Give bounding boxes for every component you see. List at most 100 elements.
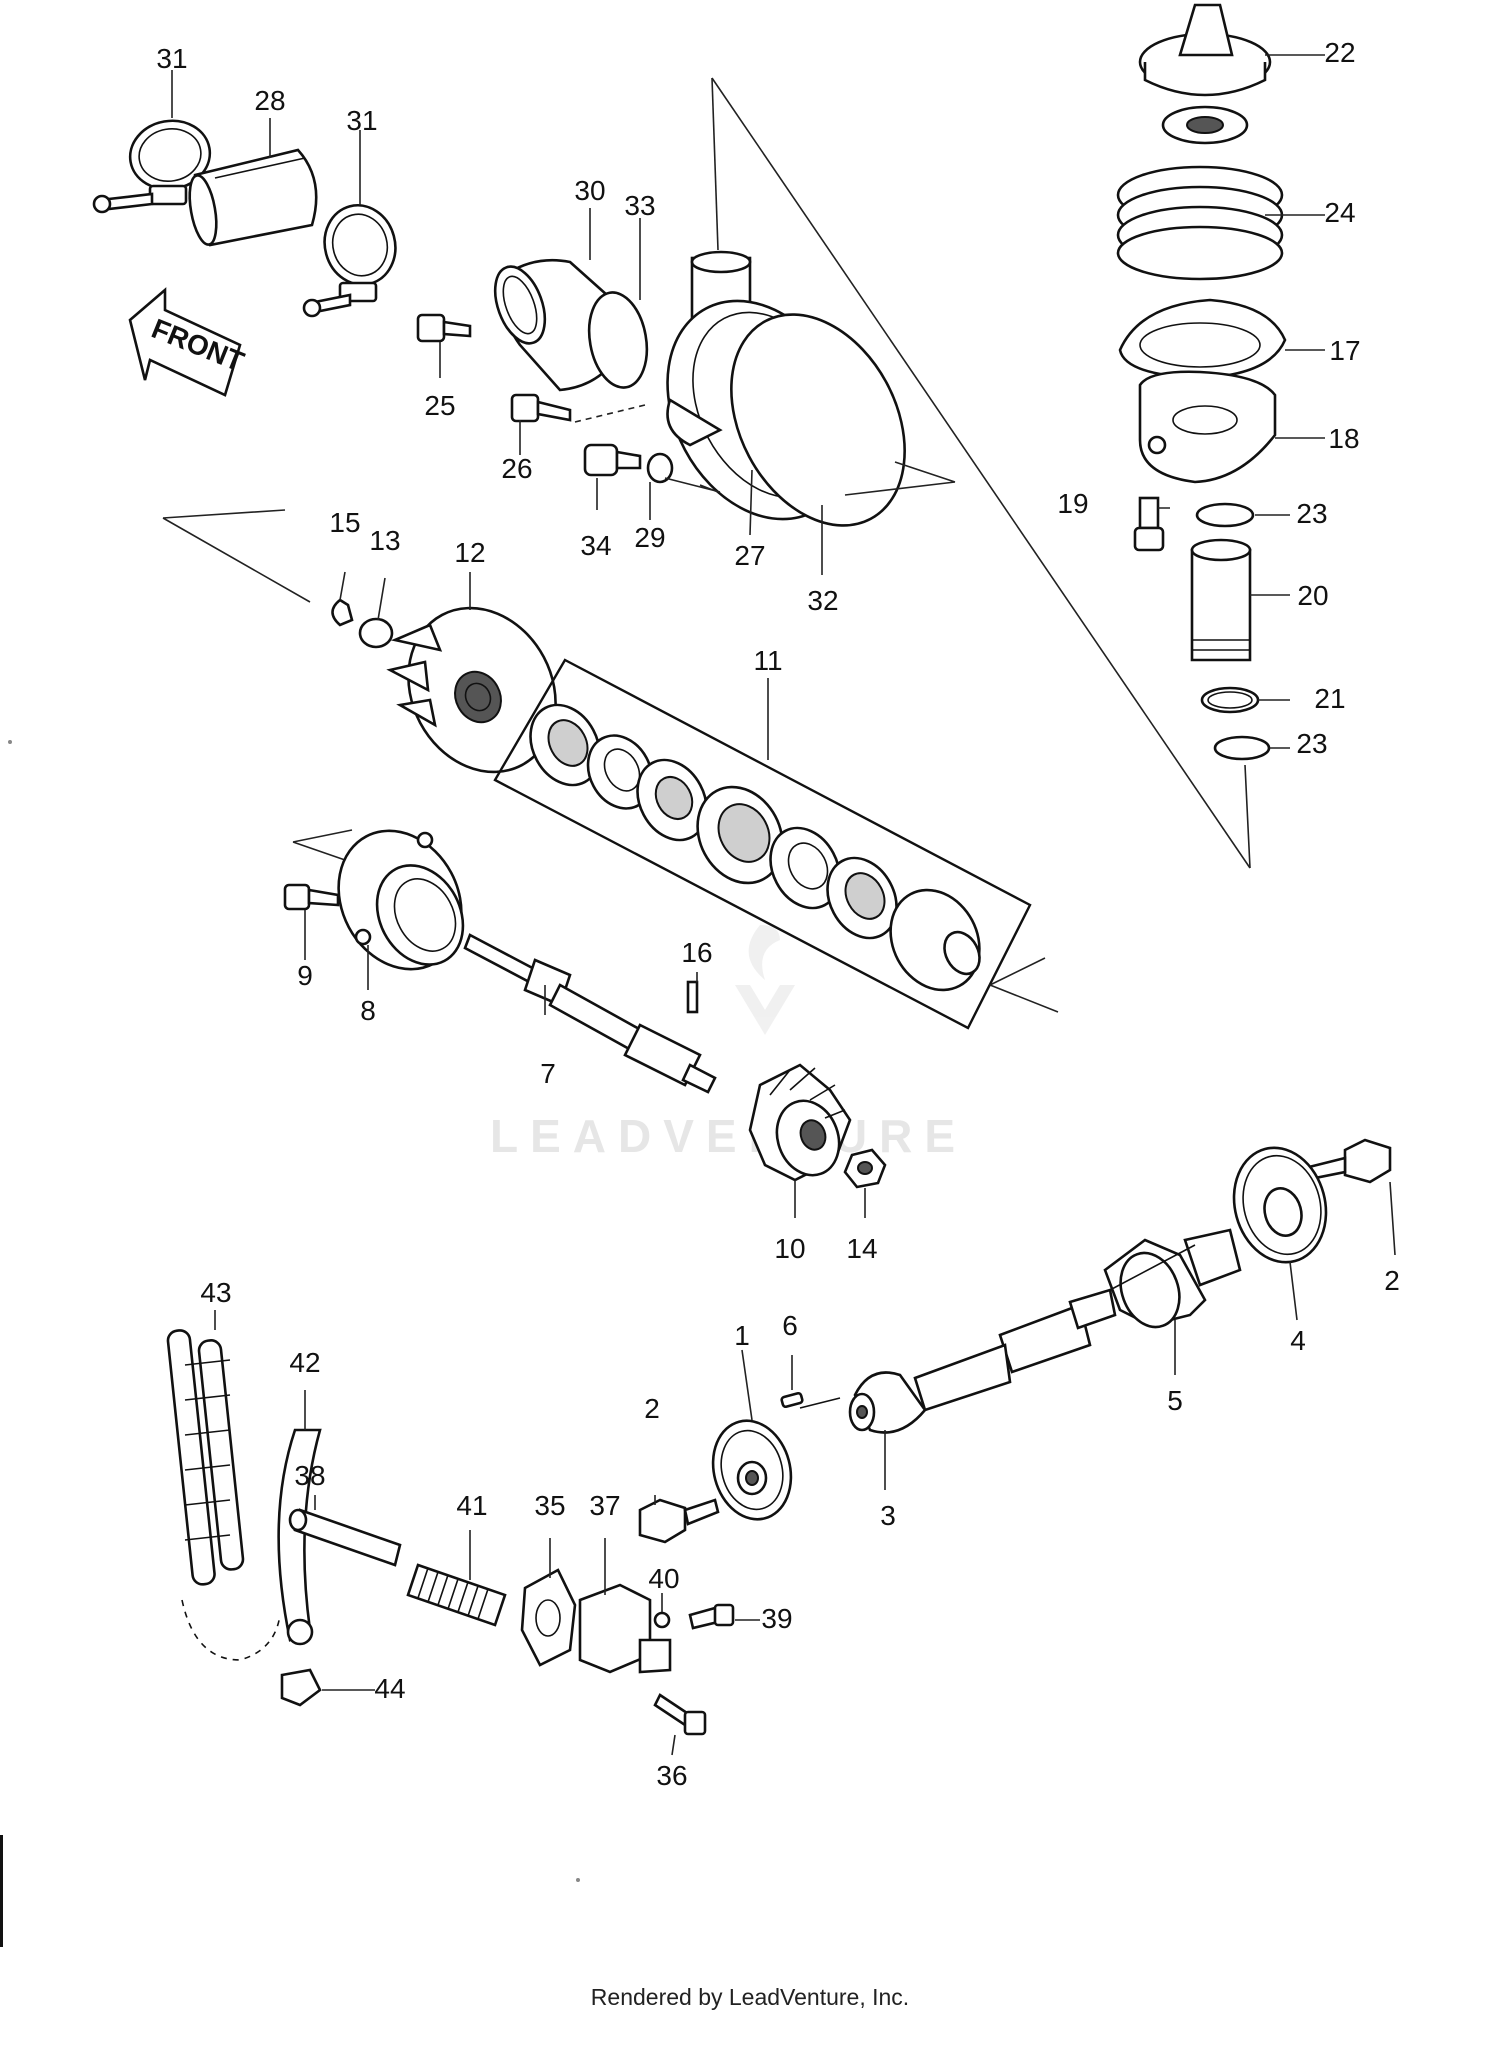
callout-16: 16 [681, 937, 712, 968]
leader-lines [304, 571, 866, 1218]
washer-40 [653, 1611, 671, 1629]
callout-24: 24 [1324, 197, 1355, 228]
footer-credit: Rendered by LeadVenture, Inc. [590, 1984, 910, 2010]
callout-33: 33 [624, 190, 655, 221]
callout-34: 34 [580, 530, 611, 561]
cap-44 [280, 1668, 322, 1707]
callout-2: 2 [1384, 1265, 1400, 1296]
bolt-25 [416, 313, 472, 343]
gasket-17 [1118, 298, 1287, 380]
callout-11: 11 [753, 645, 782, 676]
nut-14 [843, 1148, 887, 1189]
callout-2: 2 [644, 1393, 660, 1424]
tensioner-37 [578, 1583, 672, 1674]
guide-line [844, 461, 956, 496]
guide-line [711, 77, 719, 251]
callout-31: 31 [156, 43, 187, 74]
bevel-gear-10 [748, 1063, 852, 1182]
hose-clamp-left [92, 119, 212, 214]
callout-36: 36 [656, 1760, 687, 1791]
guide-line [292, 829, 353, 861]
spring-41 [406, 1563, 507, 1627]
callout-43: 43 [200, 1277, 231, 1308]
pin-6 [780, 1391, 804, 1409]
seal-kit-box-11 [493, 658, 1032, 1030]
thermostat-22 [1138, 3, 1272, 145]
gasket-35 [520, 1568, 577, 1667]
bearing-housing-8 [337, 829, 465, 971]
callout-39: 39 [761, 1603, 792, 1634]
callout-6: 6 [782, 1310, 798, 1341]
callout-26: 26 [501, 453, 532, 484]
callout-10: 10 [774, 1233, 805, 1264]
callout-21: 21 [1314, 683, 1345, 714]
callout-13: 13 [369, 525, 400, 556]
callout-41: 41 [456, 1490, 487, 1521]
callout-12: 12 [454, 537, 485, 568]
callout-22: 22 [1324, 37, 1355, 68]
callout-1: 1 [734, 1320, 750, 1351]
hose-clamp-right [302, 204, 397, 318]
callout-17: 17 [1329, 335, 1360, 366]
o-ring-23-upper [1195, 502, 1255, 528]
chain-43 [166, 1329, 281, 1661]
sprocket-4 [1232, 1146, 1328, 1264]
o-ring-33 [587, 291, 649, 389]
bolt-9 [283, 883, 340, 911]
callout-32: 32 [807, 585, 838, 616]
callout-14: 14 [846, 1233, 877, 1264]
callout-23: 23 [1296, 498, 1327, 529]
seal-kit-parts [529, 703, 981, 992]
callout-28: 28 [254, 85, 285, 116]
hose [188, 148, 318, 247]
fitting-34 [583, 443, 642, 477]
bolt-36 [653, 1693, 707, 1736]
o-ring-23-lower [1213, 735, 1271, 761]
guide-line [162, 509, 311, 603]
bolt-19 [1133, 496, 1165, 552]
o-ring-32 [730, 313, 906, 527]
callout-5: 5 [1167, 1385, 1183, 1416]
watermark-logo [735, 925, 795, 1035]
callout-38: 38 [294, 1460, 325, 1491]
callout-3: 3 [880, 1500, 896, 1531]
callout-9: 9 [297, 960, 313, 991]
left-edge-mark [0, 1835, 3, 1947]
callout-8: 8 [360, 995, 376, 1026]
stray-dot [8, 740, 12, 744]
callout-15: 15 [329, 507, 360, 538]
washer-13 [358, 617, 394, 649]
shaft-7 [463, 933, 717, 1094]
callout-44: 44 [374, 1673, 405, 1704]
leader-lines [439, 208, 823, 575]
callout-29: 29 [634, 522, 665, 553]
guide-line [664, 477, 721, 493]
leader-lines [214, 1310, 760, 1756]
callout-18: 18 [1328, 423, 1359, 454]
callout-42: 42 [289, 1347, 320, 1378]
watermark-text: LEADVENTURE [490, 1110, 967, 1162]
shaft-3 [799, 1244, 1196, 1434]
callout-40: 40 [648, 1563, 679, 1594]
callout-23: 23 [1296, 728, 1327, 759]
washer-29 [646, 452, 674, 484]
leader-lines [1158, 54, 1325, 869]
leader-lines [171, 70, 361, 205]
bevel-gear-5 [1103, 1228, 1242, 1329]
callout-35: 35 [534, 1490, 565, 1521]
callout-7: 7 [540, 1058, 556, 1089]
front-direction-arrow: FRONT [128, 287, 248, 397]
leader-lines [654, 1181, 1396, 1505]
bolt-2-left [638, 1498, 720, 1544]
callout-31: 31 [346, 105, 377, 136]
callout-20: 20 [1297, 580, 1328, 611]
sprocket-1 [711, 1419, 793, 1521]
spring-24 [1116, 165, 1284, 281]
callout-30: 30 [574, 175, 605, 206]
callout-19: 19 [1057, 488, 1088, 519]
stray-dot [576, 1878, 580, 1882]
guide-line [711, 77, 1251, 869]
callout-27: 27 [734, 540, 765, 571]
circlip-21 [1200, 686, 1260, 714]
